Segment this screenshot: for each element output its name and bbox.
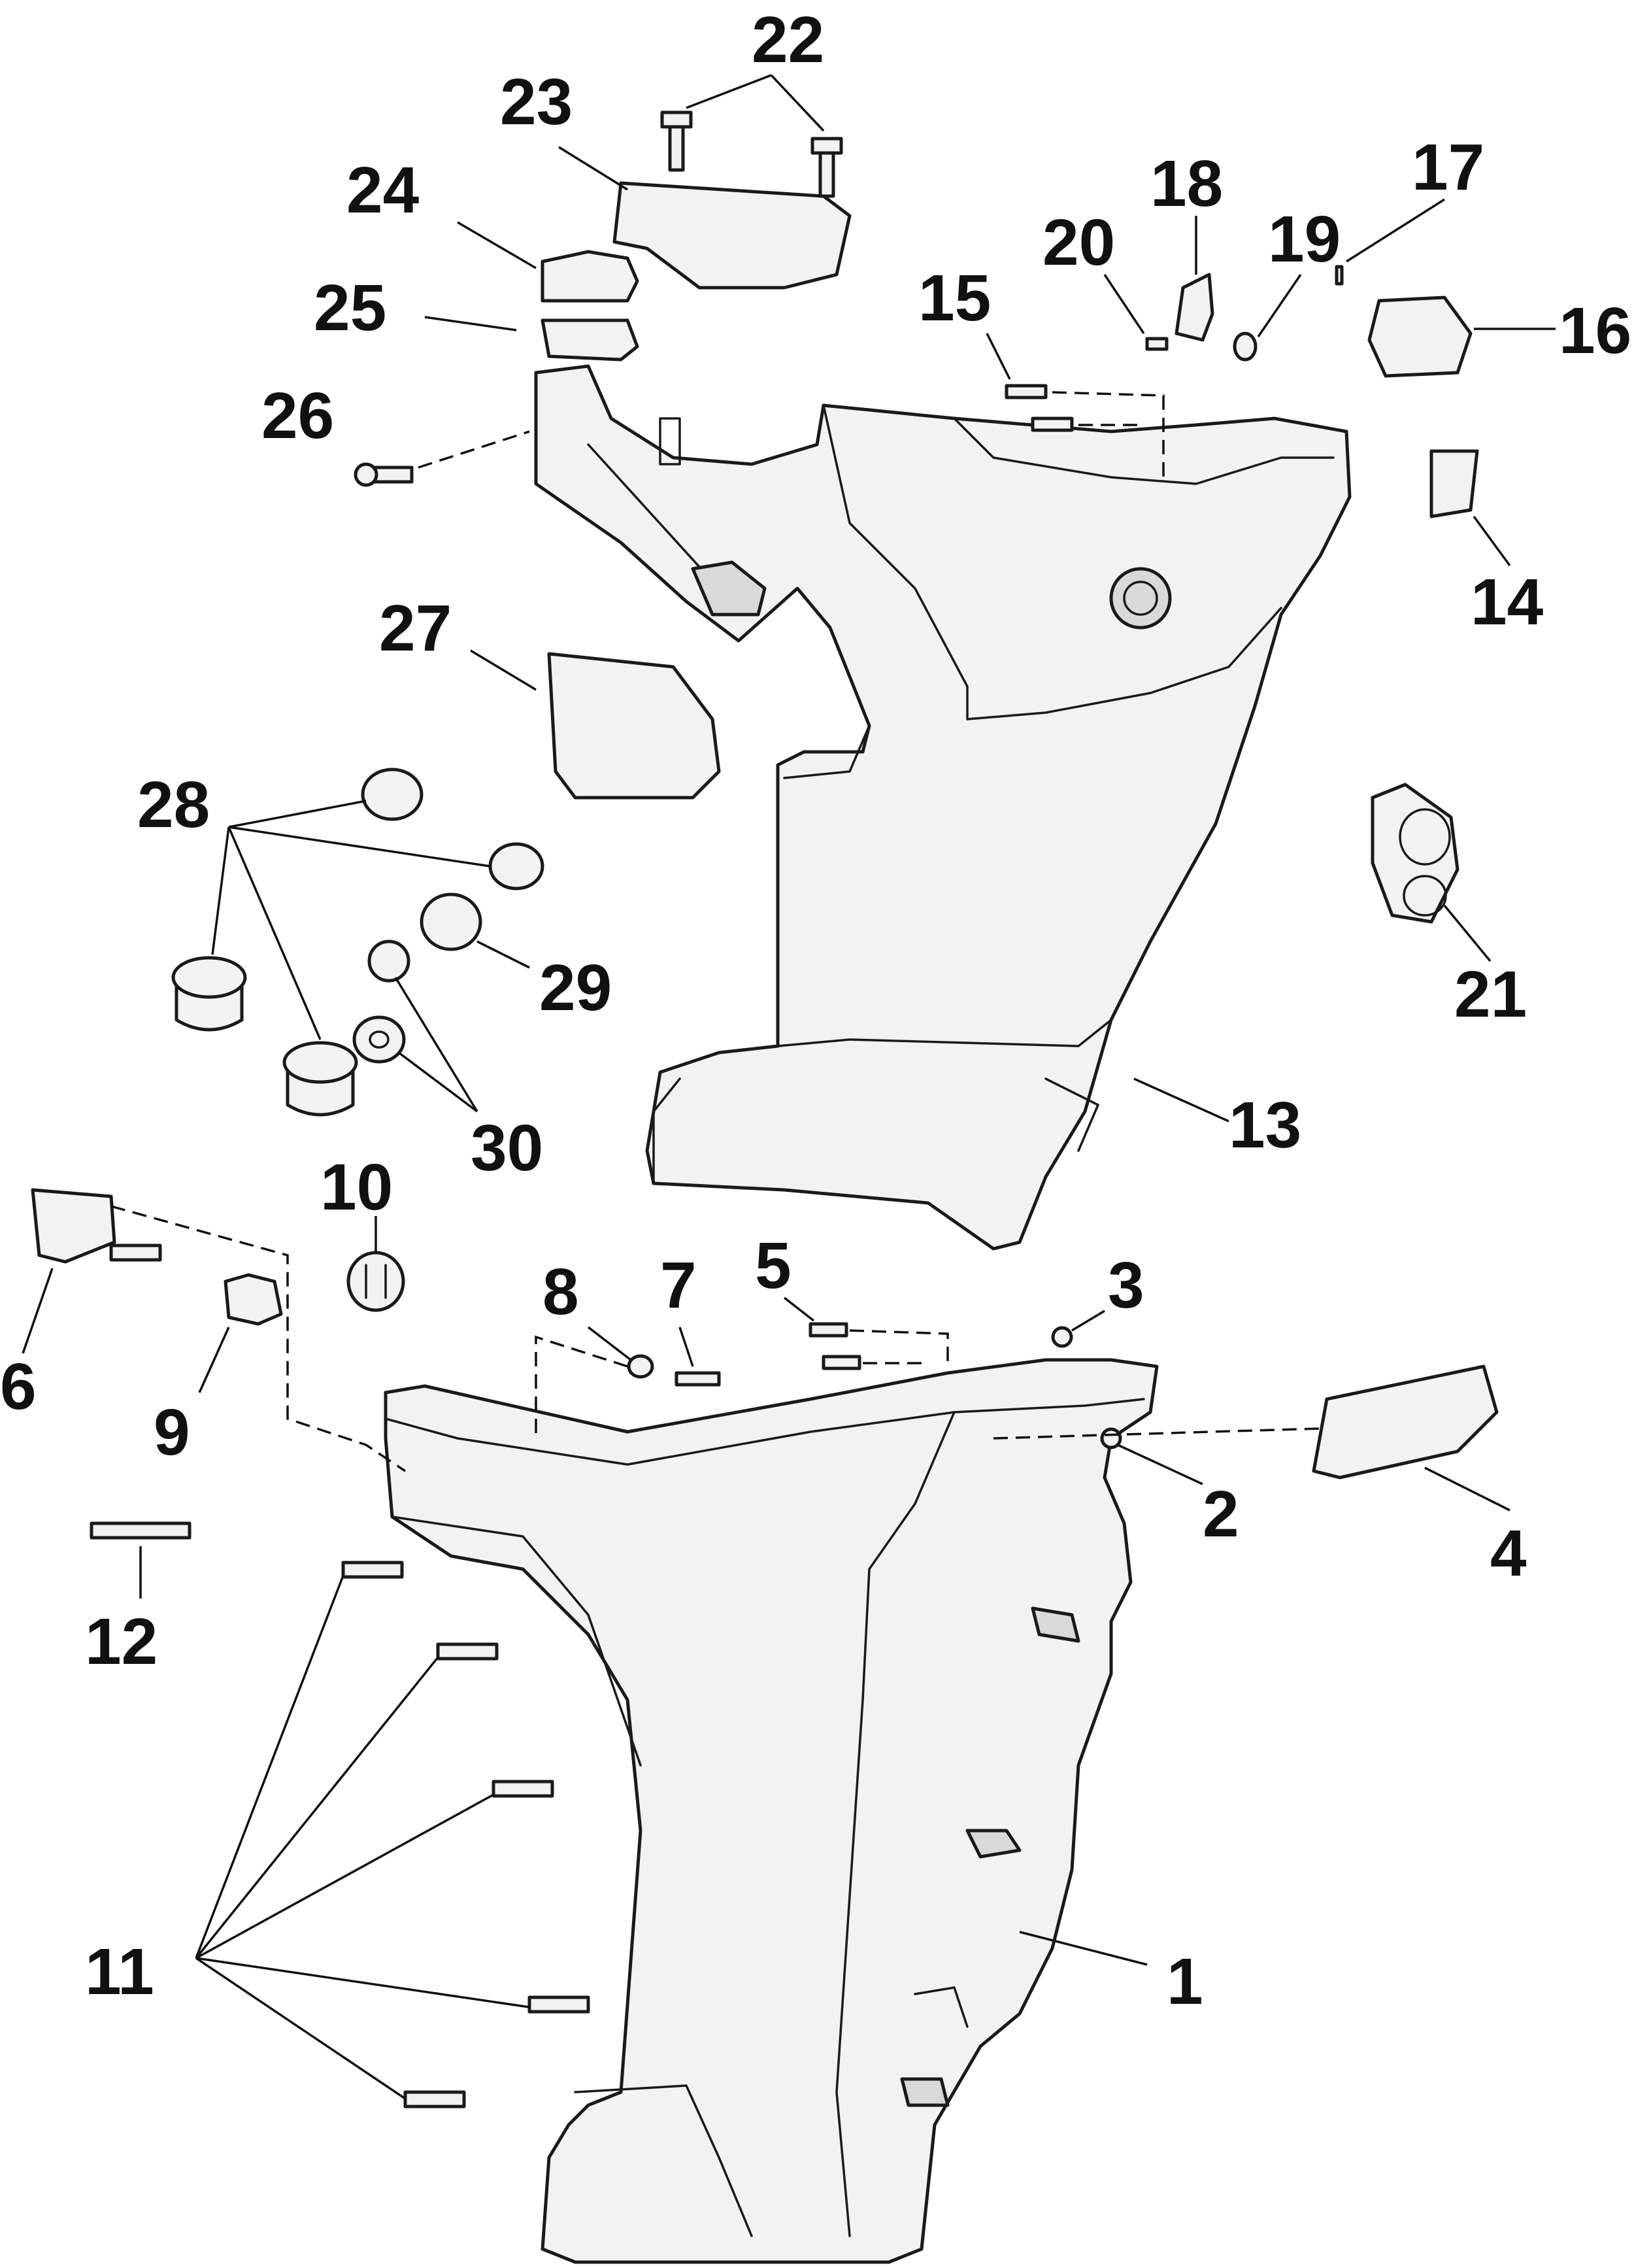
callout-11: 11 [85, 1935, 154, 2008]
callout-29: 29 [539, 951, 612, 1024]
callout-28: 28 [137, 768, 210, 841]
callout-1: 1 [1167, 1945, 1203, 2018]
callout-6: 6 [0, 1350, 37, 1423]
callout-16: 16 [1559, 294, 1631, 367]
screws-part-5 [809, 1322, 861, 1370]
callout-15: 15 [918, 262, 991, 335]
cap-part-25 [541, 318, 639, 362]
screw-part-7 [675, 1371, 721, 1387]
grommets-part-28 [171, 768, 544, 1117]
grommet-part-21 [1371, 783, 1459, 924]
callout-30: 30 [471, 1111, 543, 1185]
knob-part-24 [541, 250, 639, 303]
callout-10: 10 [320, 1151, 393, 1224]
callout-14: 14 [1471, 566, 1544, 639]
callout-23: 23 [500, 65, 573, 139]
callout-25: 25 [314, 271, 386, 345]
callout-22: 22 [752, 3, 824, 76]
bushings-part-29 [367, 892, 482, 983]
screw-part-2 [1100, 1427, 1122, 1449]
screw-part-20 [1145, 337, 1169, 351]
bolts-part-22 [660, 110, 843, 198]
washers-part-30 [352, 1015, 406, 1064]
callout-7: 7 [660, 1249, 697, 1322]
callout-4: 4 [1490, 1517, 1527, 1590]
callout-19: 19 [1268, 203, 1341, 276]
callout-2: 2 [1203, 1478, 1239, 1551]
washer-part-8 [627, 1354, 654, 1379]
latch-part-18 [1175, 273, 1214, 342]
ring-part-19 [1233, 331, 1258, 362]
callout-8: 8 [542, 1255, 579, 1329]
callout-labels: 22 23 24 25 26 27 28 29 30 15 20 18 19 1… [0, 3, 1631, 2018]
screws-part-15 [1005, 384, 1074, 432]
callout-9: 9 [154, 1396, 190, 1469]
pin-part-17 [1335, 265, 1344, 286]
upper-chaps-part [534, 364, 1352, 1251]
callout-24: 24 [346, 154, 420, 227]
callout-12: 12 [85, 1605, 158, 1678]
callout-20: 20 [1042, 206, 1115, 279]
callout-13: 13 [1229, 1089, 1301, 1162]
trim-part-4 [1312, 1364, 1499, 1480]
callout-18: 18 [1150, 147, 1223, 220]
callout-3: 3 [1108, 1249, 1144, 1322]
cap-part-10 [346, 1251, 405, 1312]
washer-part-9 [224, 1273, 283, 1326]
nut-part-3 [1051, 1326, 1073, 1348]
callout-26: 26 [261, 379, 334, 452]
bolts-part-11 [341, 1561, 590, 2108]
fitting-part-6 [31, 1188, 162, 1264]
lower-cowl-part [384, 1358, 1159, 2264]
leader-lines [22, 74, 1556, 2100]
bracket-part-27 [547, 652, 721, 800]
callout-21: 21 [1454, 958, 1527, 1031]
callout-27: 27 [379, 592, 452, 665]
callout-17: 17 [1412, 131, 1484, 204]
screw-part-26 [354, 462, 414, 487]
callout-5: 5 [755, 1229, 792, 1302]
wedge-part-14 [1429, 449, 1479, 518]
bracket-part-23 [612, 181, 852, 290]
bolt-part-12 [90, 1521, 192, 1540]
latch-cap-part-16 [1367, 296, 1473, 378]
